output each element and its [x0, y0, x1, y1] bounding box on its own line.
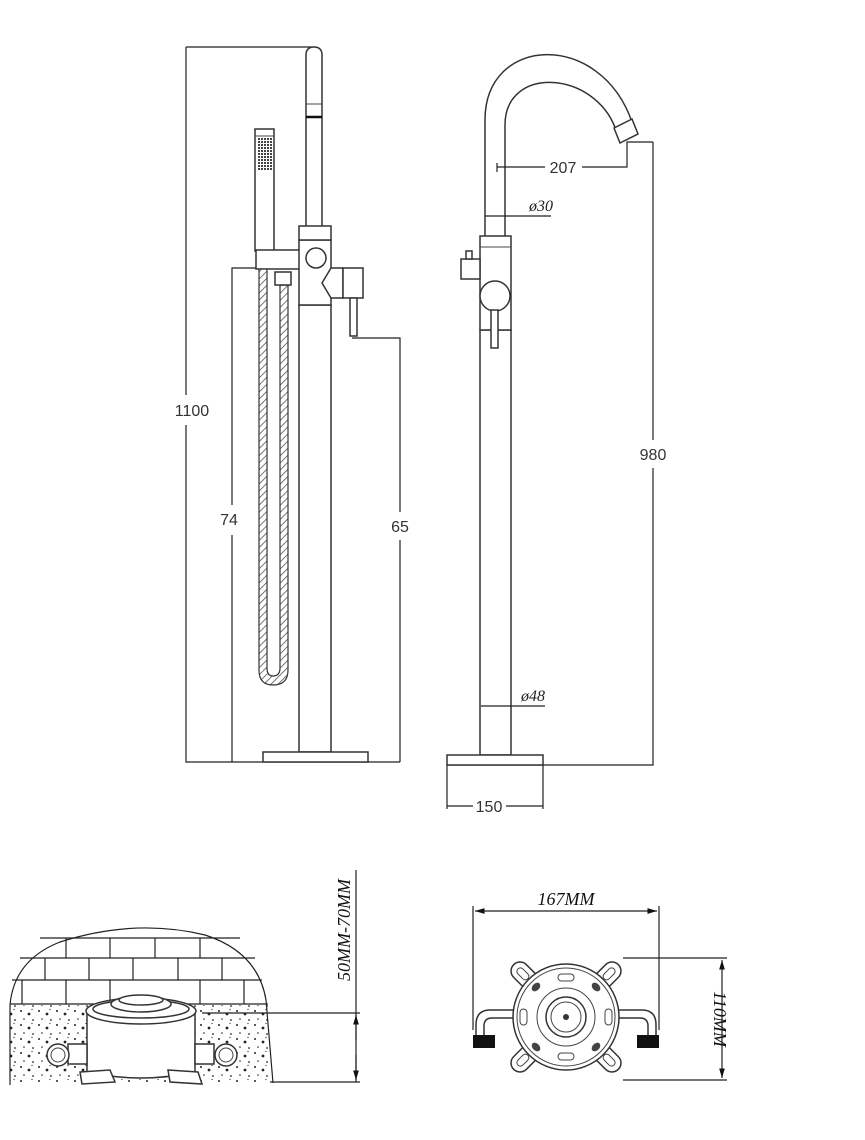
- dimension-body-diameter: ø48: [481, 688, 545, 707]
- hand-shower: [254, 128, 275, 252]
- hand-shower-bracket: [255, 249, 302, 270]
- svg-text:50MM-70MM: 50MM-70MM: [334, 878, 354, 981]
- dimension-base-width: 150: [446, 765, 544, 816]
- front-view-mixer: 207 ø30 980 ø48 150: [446, 53, 667, 816]
- brick-wall: [10, 937, 268, 1005]
- riser-pipe: [479, 329, 512, 756]
- svg-text:1100: 1100: [175, 403, 210, 420]
- shower-hose: [258, 268, 289, 686]
- dimension-depth-range: 50MM-70MM: [202, 870, 360, 1083]
- svg-text:65: 65: [391, 519, 409, 536]
- diverter-knob: [305, 247, 327, 269]
- rough-in-top-view: 167MM 110MM: [472, 889, 730, 1081]
- floor-base-plate: [446, 754, 544, 766]
- diverter-valve: [460, 258, 481, 280]
- section-outline: [9, 927, 274, 1085]
- side-view-mixer: 1100 74 65: [175, 46, 409, 763]
- dimension-hose-bracket-height: 74: [220, 267, 262, 762]
- floor-base-plate: [262, 751, 369, 763]
- lever-handle: [342, 267, 364, 299]
- inlet-left: [46, 1043, 70, 1067]
- hose-nut: [274, 271, 292, 286]
- svg-text:ø30: ø30: [528, 198, 553, 215]
- inlet-right: [214, 1043, 238, 1067]
- inlet-pipe-left: [475, 1009, 516, 1037]
- pipe-cap-left: [473, 1035, 495, 1048]
- mixer-knob: [479, 280, 511, 312]
- svg-text:167MM: 167MM: [538, 889, 596, 909]
- svg-text:ø48: ø48: [520, 688, 545, 705]
- dimension-spout-reach: 207: [496, 141, 653, 177]
- svg-text:207: 207: [550, 160, 577, 177]
- svg-text:150: 150: [476, 799, 503, 816]
- dimension-rough-in-width: 167MM: [472, 889, 660, 1030]
- dimension-lever-height: 65: [352, 337, 409, 762]
- dimension-rough-in-height: 110MM: [623, 957, 730, 1081]
- gooseneck-spout: [484, 53, 633, 238]
- svg-text:74: 74: [220, 512, 238, 529]
- pipe-cap-right: [637, 1035, 659, 1048]
- dimension-spout-diameter: ø30: [485, 198, 553, 217]
- shower-rail: [305, 46, 323, 229]
- installation-section: 50MM-70MM: [9, 870, 360, 1085]
- lever-handle: [490, 309, 499, 349]
- inlet-pipe-right: [616, 1009, 657, 1037]
- svg-text:110MM: 110MM: [710, 991, 730, 1048]
- svg-text:980: 980: [640, 447, 667, 464]
- riser-pipe: [298, 304, 332, 753]
- dimension-total-height: 1100: [175, 46, 400, 763]
